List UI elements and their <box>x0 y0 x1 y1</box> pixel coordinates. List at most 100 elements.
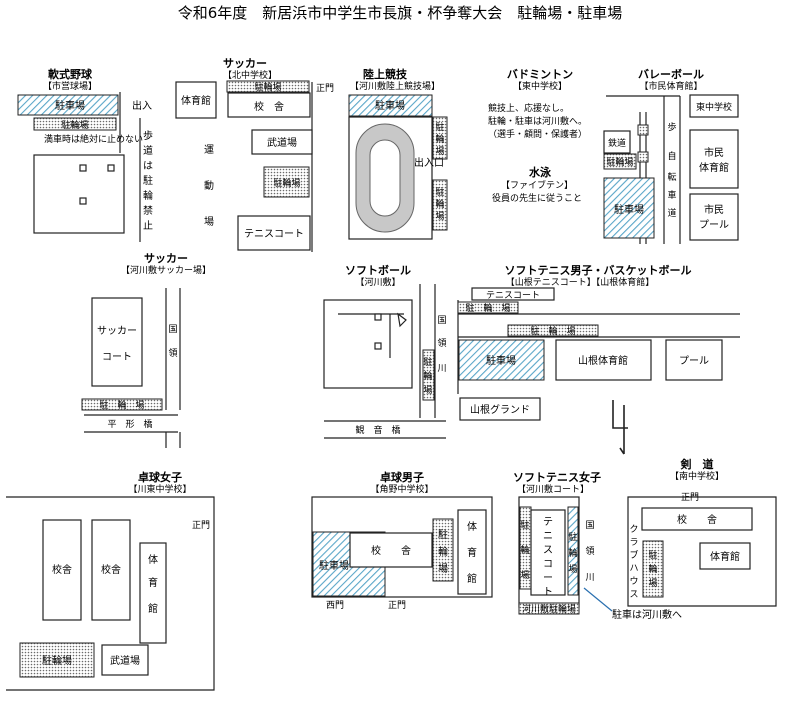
venue-subtitle: 【角野中学校】 <box>370 483 433 495</box>
bike-parking-area <box>518 602 580 615</box>
venue-subtitle: 【ファイブテン】 <box>501 179 573 191</box>
svg-text:ハ: ハ <box>629 564 638 574</box>
school-building <box>349 532 433 568</box>
gym-building <box>457 509 487 595</box>
note-line: （選手・顧問・保護者） <box>488 128 587 140</box>
venue-title: バレーボール <box>638 67 704 81</box>
venue-subtitle: 【市民体育館】 <box>639 80 702 92</box>
note-arrow <box>583 587 613 612</box>
svg-text:輪: 輪 <box>143 189 153 202</box>
warning-note: 満車時は絶対に止めない <box>44 133 143 145</box>
field-marker <box>107 164 115 172</box>
svg-text:ー: ー <box>543 573 553 584</box>
court-label: テ ニ ス コ ー ト <box>543 517 553 598</box>
svg-text:駐: 駐 <box>435 186 444 198</box>
site-border <box>6 496 215 691</box>
parking-area <box>348 94 433 117</box>
bridge-label: 観 音 橋 <box>355 424 400 436</box>
school-label: 校 舎 <box>677 513 717 526</box>
svg-text:駐: 駐 <box>423 356 432 368</box>
rail-crossing <box>637 151 649 163</box>
gym-building <box>139 542 167 644</box>
venue-title: 卓球女子 <box>138 470 182 484</box>
venue-title: 剣 道 <box>680 457 714 471</box>
svg-text:育: 育 <box>467 546 477 559</box>
river-label: 国 領 川 <box>437 315 446 374</box>
venue-softball: ソフトボール 【河川敷】 国 領 川 駐 輪 場 観 音 橋 <box>323 263 447 439</box>
school-building <box>227 92 311 118</box>
svg-text:駐: 駐 <box>438 528 448 541</box>
rail-crossing <box>637 124 649 136</box>
bike-parking-label: 駐輪場 <box>254 81 281 93</box>
bike-parking-area <box>33 117 117 131</box>
clubhouse-label: ク ラ ブ ハ ウ ス <box>629 524 638 600</box>
gate-label: 西門 <box>326 600 344 611</box>
svg-text:運: 運 <box>204 144 214 156</box>
svg-text:場: 場 <box>438 562 448 575</box>
bike-parking-area <box>263 166 310 198</box>
field-marker <box>79 197 87 205</box>
parking-label: 駐車場 <box>319 559 349 572</box>
gate-label: 正門 <box>388 600 406 611</box>
bike-parking-label: 駐輪場 <box>606 156 633 168</box>
school-label: 校 舎 <box>371 544 411 557</box>
parking-label: 駐車場 <box>55 99 85 112</box>
venue-swim: 水泳 【ファイブテン】 役員の先生に従うこと <box>492 165 582 204</box>
gym-label: 山根体育館 <box>578 354 628 367</box>
svg-text:場: 場 <box>648 577 657 589</box>
pool-label: 市民 <box>704 203 724 216</box>
bike-parking-label: 駐 輪 場 <box>423 356 432 396</box>
venue-subtitle: 【東中学校】 <box>513 80 567 92</box>
venue-subtitle: 【北中学校】 <box>223 69 277 81</box>
svg-text:コ: コ <box>543 559 553 570</box>
svg-text:歩: 歩 <box>143 129 153 142</box>
school-label: 校 舎 <box>254 100 284 113</box>
venue-tabletennis-girls: 卓球女子 【川東中学校】 正門 校舎 校舎 体 育 館 駐輪場 武道場 <box>6 470 215 691</box>
parking-area <box>17 94 119 116</box>
bike-parking-label: 河川敷駐輪場 <box>522 603 576 615</box>
svg-text:駐: 駐 <box>143 174 153 187</box>
tennis-label: テニスコート <box>244 229 304 240</box>
svg-text:禁: 禁 <box>143 205 153 217</box>
svg-text:国: 国 <box>585 520 594 531</box>
tennis-court <box>471 287 555 301</box>
gym-label: 体育館 <box>710 550 740 563</box>
svg-text:体: 体 <box>467 521 477 533</box>
gym-building <box>175 81 217 119</box>
parking-area <box>603 177 655 239</box>
venue-kendo: 剣 道 【南中学校】 正門 校 舎 駐 輪 場 体育館 ク ラ ブ ハ ウ ス <box>627 457 777 607</box>
venue-subtitle: 【市営球場】 <box>43 80 97 92</box>
court-label: コート <box>102 352 132 363</box>
venue-title: サッカー <box>144 252 188 265</box>
rail-label: 鉄道 <box>608 137 626 149</box>
bike-parking-area <box>226 80 310 93</box>
entrance-label: 出入口 <box>414 156 444 169</box>
bike-parking-label: 駐輪場 <box>61 119 88 131</box>
venue-subtitle: 【川東中学校】 <box>128 483 191 495</box>
city-gym <box>689 129 739 189</box>
venue-title: 軟式野球 <box>48 67 93 81</box>
school-label: 校舎 <box>101 563 121 576</box>
svg-text:場: 場 <box>520 569 529 581</box>
bike-parking-label: 駐 輪 場 <box>648 549 657 589</box>
venue-nanshiki: 軟式野球 【市営球場】 駐車場 出入 駐輪場 満車時は絶対に止めない 歩 道 は… <box>17 67 153 242</box>
bike-parking-area <box>81 398 163 411</box>
pool-building <box>665 339 723 381</box>
note-line: 競技上、応援なし。 <box>488 102 569 114</box>
venue-tabletennis-boys: 卓球男子 【角野中学校】 駐車場 校 舎 駐 輪 場 体 育 館 西門 正門 <box>311 470 493 611</box>
budo-label: 武道場 <box>110 654 140 667</box>
field-marker <box>79 164 87 172</box>
school-building <box>42 519 82 621</box>
bike-parking-area <box>432 179 448 231</box>
budo-building <box>251 129 313 155</box>
venue-title: サッカー <box>223 57 267 70</box>
bike-parking-label: 駐輪場 <box>42 654 72 667</box>
river-label: 国 領 川 <box>585 520 594 583</box>
parking-strip <box>567 506 579 596</box>
bike-parking-label: 駐 輪 場 <box>520 519 529 581</box>
bike-parking-label: 駐 輪 場 <box>99 399 144 411</box>
rail-box <box>603 130 631 154</box>
tennis-court <box>237 215 311 251</box>
svg-text:国: 国 <box>437 315 446 326</box>
